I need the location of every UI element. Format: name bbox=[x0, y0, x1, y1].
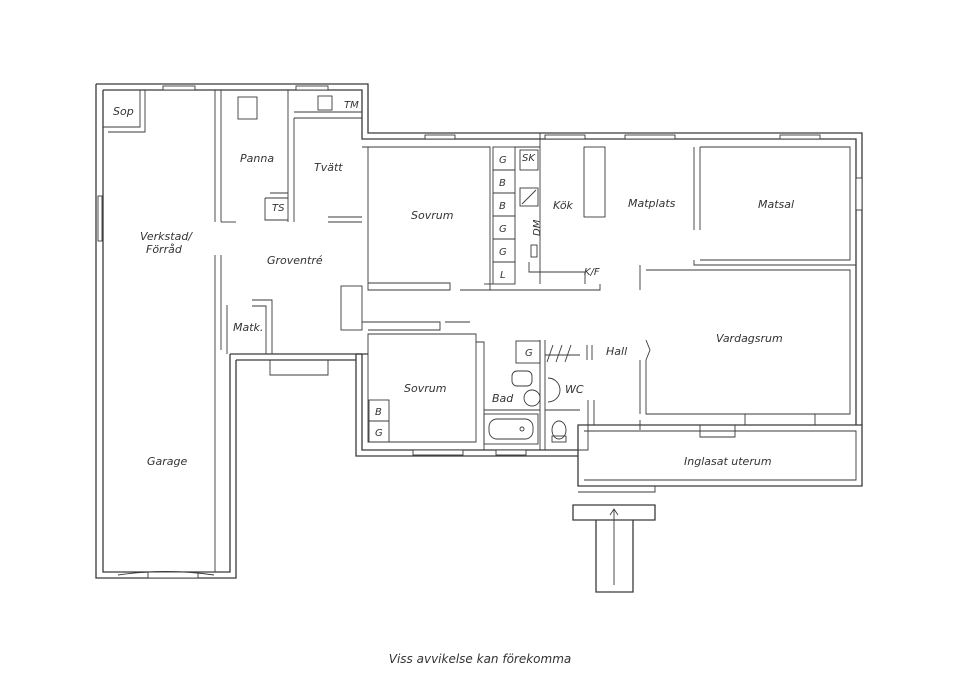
label-forrad: Förråd bbox=[146, 243, 183, 256]
label-vardagsrum: Vardagsrum bbox=[716, 332, 783, 345]
label-sop: Sop bbox=[113, 105, 134, 118]
label-sovrum-2: Sovrum bbox=[404, 382, 446, 395]
label-bed2-g: G bbox=[375, 428, 383, 439]
label-tvatt: Tvätt bbox=[314, 161, 343, 174]
label-wardrobe-g1: G bbox=[499, 155, 507, 166]
label-wardrobe-b2: B bbox=[499, 201, 506, 212]
label-wardrobe-g3: G bbox=[499, 247, 507, 258]
label-matk: Matk. bbox=[233, 321, 263, 334]
label-matplats: Matplats bbox=[628, 197, 676, 210]
label-wc: WC bbox=[565, 383, 584, 396]
label-dm: DM bbox=[532, 219, 543, 236]
room-labels: Sop Panna Tvätt TM TS Verkstad/ Förråd G… bbox=[113, 100, 794, 468]
label-sk: SK bbox=[522, 153, 536, 164]
label-kf: K/F bbox=[584, 267, 600, 278]
label-wardrobe-l: L bbox=[500, 270, 506, 281]
label-groventre: Groventré bbox=[267, 254, 323, 267]
label-verkstad: Verkstad/ bbox=[140, 230, 193, 243]
label-inglasat-uterum: Inglasat uterum bbox=[684, 455, 772, 468]
label-ts: TS bbox=[272, 203, 285, 214]
label-tm: TM bbox=[344, 100, 359, 111]
main-house bbox=[340, 133, 856, 451]
fixture-labels: G B B G G L SK DM K/F G B G bbox=[375, 153, 600, 439]
label-wardrobe-g2: G bbox=[499, 224, 507, 235]
label-hall-g: G bbox=[525, 348, 533, 359]
label-bad: Bad bbox=[492, 392, 514, 405]
label-matsal: Matsal bbox=[758, 198, 794, 211]
label-hall: Hall bbox=[606, 345, 627, 358]
label-kok: Kök bbox=[553, 199, 574, 212]
outer-walls bbox=[95, 83, 863, 593]
disclaimer-text: Viss avvikelse kan förekomma bbox=[388, 652, 572, 666]
utility-wing bbox=[103, 90, 362, 576]
label-garage: Garage bbox=[147, 455, 188, 468]
label-sovrum-1: Sovrum bbox=[411, 209, 453, 222]
label-panna: Panna bbox=[240, 152, 274, 165]
label-bed2-b: B bbox=[375, 407, 382, 418]
windows bbox=[97, 85, 863, 579]
label-wardrobe-b1: B bbox=[499, 178, 506, 189]
